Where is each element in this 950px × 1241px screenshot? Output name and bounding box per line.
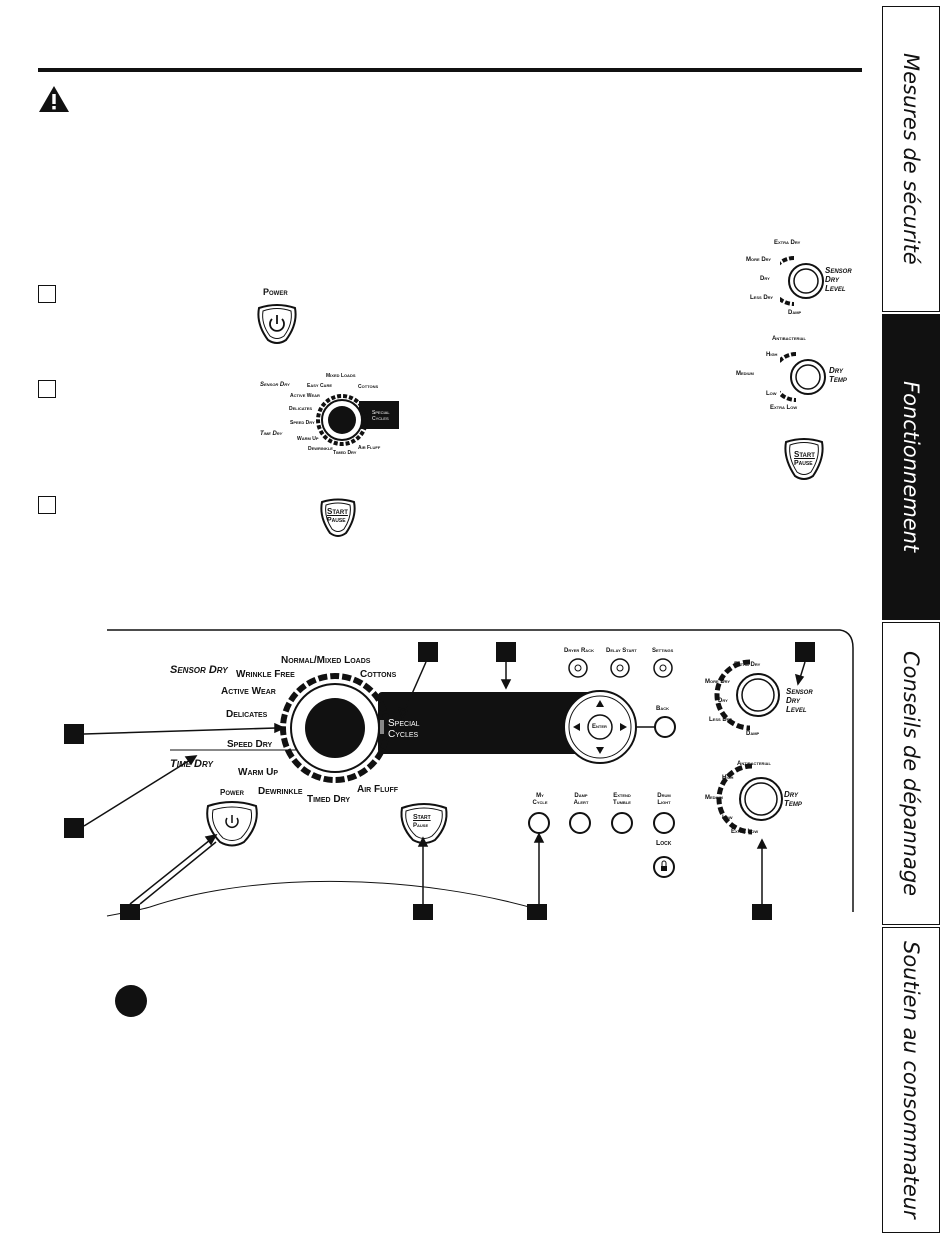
header-rule (38, 68, 862, 72)
cycle-wrinkle-free: Wrinkle Free (236, 669, 295, 680)
tab-label: Fonctionnement (899, 381, 923, 553)
cycle-warm-up: Warm Up (238, 767, 279, 778)
cycle-label: Easy Care (307, 383, 333, 389)
dry-level-option: Dry (718, 698, 728, 704)
step-1-box (38, 285, 56, 303)
back-label: Back (656, 706, 669, 712)
start-pause-button[interactable] (318, 497, 358, 539)
cycle-label: Dewrinkle (308, 446, 333, 452)
cycle-dial[interactable] (315, 393, 369, 447)
dry-level-dial[interactable] (780, 254, 824, 308)
delay-start-label: Delay Start (606, 648, 637, 654)
cycle-label: Speed Dry (290, 420, 315, 426)
cycle-normal: Normal/Mixed Loads (281, 655, 371, 666)
dry-temp-option: High (722, 775, 734, 781)
cycle-label: Active Wear (290, 393, 320, 399)
dry-temp-option: Low (722, 815, 733, 821)
note-bullet-icon (115, 985, 147, 1017)
dry-temp-option: Medium (736, 371, 754, 377)
dry-temp-knob-small: Antibacterial High Medium Low Extra Low … (736, 336, 862, 416)
dry-level-option: Damp (746, 731, 760, 737)
cycle-active-wear: Active Wear (221, 686, 276, 697)
dry-level-option: More Dry (746, 257, 772, 263)
dryer-rack-label: Dryer Rack (564, 648, 594, 654)
tab-label: Soutien au consommateur (899, 941, 923, 1219)
step-2-box (38, 380, 56, 398)
dry-level-option: Less Dry (709, 717, 733, 723)
sensor-dry-label: Sensor Dry (170, 664, 228, 676)
dry-level-knob-small: Extra Dry More Dry Dry Less Dry Damp Sen… (742, 240, 862, 320)
cycle-timed-dry: Timed Dry (307, 794, 351, 805)
power-button[interactable] (254, 302, 300, 346)
start-label: Start (327, 507, 348, 516)
dry-temp-option: Low (766, 391, 777, 397)
dry-level-option: Extra Dry (734, 662, 761, 668)
dry-level-option: Damp (788, 310, 802, 316)
cycle-cottons: Cottons (360, 669, 397, 680)
dry-level-option: More Dry (705, 679, 731, 685)
time-dry-label: Time Dry (170, 758, 213, 770)
cycle-label: Warm Up (297, 436, 319, 442)
dry-temp-option: Antibacterial (772, 336, 806, 342)
dry-level-option: Less Dry (750, 295, 774, 301)
dry-level-option: Extra Dry (774, 240, 801, 246)
tab-troubleshooting[interactable]: Conseils de dépannage (882, 622, 940, 925)
cycle-air-fluff: Air Fluff (357, 784, 398, 795)
pause-label: Pause (794, 460, 813, 467)
start-pause-button-small[interactable] (781, 436, 827, 482)
dry-level-option: Dry (760, 276, 770, 282)
cycle-label: Delicates (289, 406, 313, 412)
power-label: Power (220, 788, 245, 797)
cycle-label: Timed Dry (333, 450, 357, 456)
enter-label: Enter (592, 724, 607, 730)
cycle-label: Air Fluff (358, 445, 381, 451)
dry-temp-dial[interactable] (780, 350, 828, 404)
sensor-dry-label: Sensor Dry (260, 382, 290, 388)
tab-label: Conseils de dépannage (899, 650, 923, 897)
settings-label: Settings (652, 648, 674, 654)
start-label: Start (413, 814, 431, 821)
tab-safety[interactable]: Mesures de sécurité (882, 6, 940, 312)
tab-operation[interactable]: Fonctionnement (882, 314, 940, 620)
dry-temp-option: High (766, 352, 778, 358)
cycle-label: Mixed Loads (326, 373, 356, 379)
pause-label: Pause (413, 823, 429, 829)
cycle-dewrinkle: Dewrinkle (258, 786, 303, 797)
dry-temp-option: Antibacterial (737, 761, 771, 767)
time-dry-label: Time Dry (260, 431, 283, 437)
dry-temp-option: Medium (705, 795, 723, 801)
power-label: Power (263, 287, 288, 297)
cycle-label: Cottons (358, 384, 379, 390)
warning-icon (39, 86, 69, 112)
start-label: Start (794, 450, 815, 459)
cycle-knob-small: Sensor Dry Mixed Loads Easy Care Cottons… (255, 373, 401, 460)
step-3-box (38, 496, 56, 514)
cycle-speed-dry: Speed Dry (227, 739, 273, 750)
dry-temp-option: Extra Low (731, 829, 759, 835)
dry-temp-option: Extra Low (770, 405, 798, 411)
pause-label: Pause (327, 517, 346, 524)
cycle-delicates: Delicates (226, 709, 268, 720)
tab-consumer-support[interactable]: Soutien au consommateur (882, 927, 940, 1233)
lock-label: Lock (656, 840, 672, 847)
control-panel-outline (64, 629, 854, 920)
tab-label: Mesures de sécurité (899, 53, 923, 265)
